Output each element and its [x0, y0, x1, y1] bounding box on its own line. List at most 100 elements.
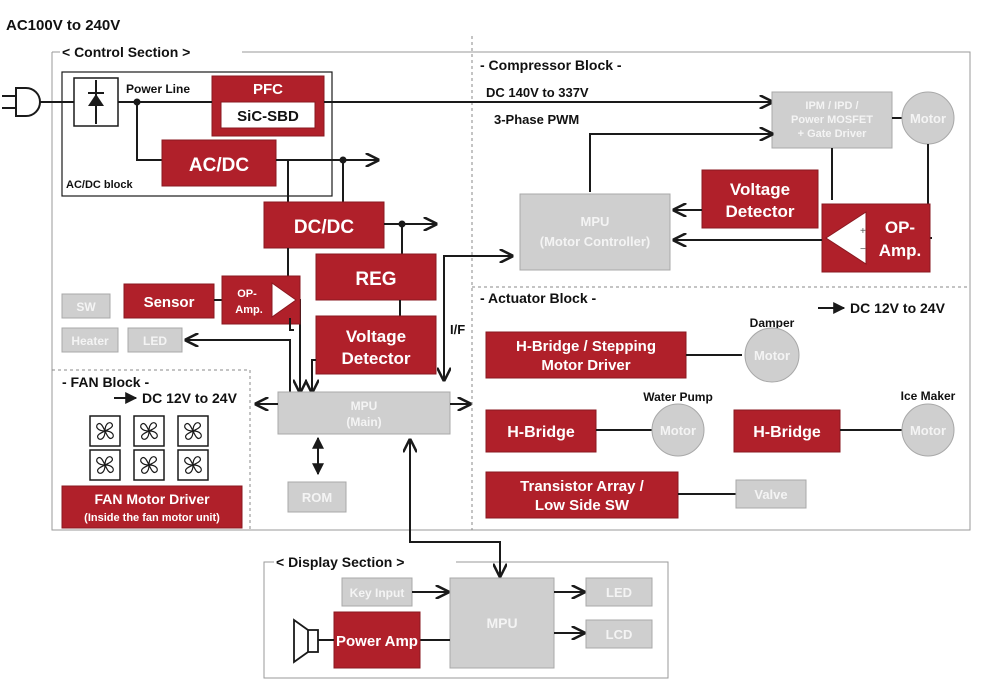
key-input-block: [341, 577, 413, 607]
fan-icon: [177, 415, 209, 447]
voltage-detector-comp-line2: Detector: [726, 202, 795, 221]
hbridge-stepping-line1: H-Bridge / Stepping: [516, 338, 656, 355]
fan-icon: [177, 449, 209, 481]
led-control-block: [127, 327, 183, 353]
hbridge-water-pump-label: H-Bridge: [507, 424, 575, 441]
power-amp-label: Power Amp: [336, 633, 418, 650]
pfc-label: PFC: [253, 81, 283, 98]
mpu-display-label: MPU: [486, 615, 517, 631]
fan-dc-label: DC 12V to 24V: [142, 390, 238, 406]
hbridge-ice-maker-label: H-Bridge: [753, 424, 821, 441]
reg-block: [315, 253, 437, 301]
ipm-line3: + Gate Driver: [798, 128, 868, 140]
water-pump-label: Water Pump: [643, 390, 713, 404]
sw-block: [61, 293, 111, 319]
op-amp-big-symbol: [825, 211, 867, 265]
ipm-line1: IPM / IPD /: [805, 100, 858, 112]
actuator-block-title: - Actuator Block -: [480, 290, 596, 306]
fan-block-frame: [52, 369, 251, 530]
ac-dc-block-label: AC/DC block: [66, 179, 134, 191]
ac-dc-label: AC/DC: [189, 155, 249, 176]
sensor-label: Sensor: [144, 294, 195, 311]
transistor-array-line1: Transistor Array /: [520, 478, 644, 495]
fan-icon: [89, 449, 121, 481]
voltage-detector-control-line1: Voltage: [346, 327, 406, 346]
dc-dc-converter: [263, 201, 385, 249]
op-amp-small-line2: Amp.: [235, 304, 263, 316]
damper-label: Damper: [750, 316, 795, 330]
rom-block: [287, 481, 347, 513]
rectifier-diode-icon: [73, 77, 119, 127]
display-section-frame: [263, 561, 669, 679]
heater-label: Heater: [71, 334, 109, 348]
hbridge-stepping-line2: Motor Driver: [541, 357, 630, 374]
compressor-motor-label: Motor: [910, 111, 946, 126]
mpu-motor-controller: [519, 193, 671, 271]
ac-dc-converter: [161, 139, 277, 187]
hbridge-stepping-driver: [485, 331, 687, 379]
sic-sbd-box: [220, 101, 316, 129]
ice-maker-motor: [901, 403, 955, 457]
fan-icon: [89, 415, 121, 447]
power-line-label: Power Line: [126, 82, 190, 96]
voltage-detector-control-line2: Detector: [342, 349, 411, 368]
damper-motor-label: Motor: [754, 348, 790, 363]
speaker-icon: [293, 618, 334, 664]
sensor-block: [123, 283, 215, 319]
mpu-main-line2: (Main): [346, 415, 381, 429]
fan-icon: [133, 415, 165, 447]
mpu-main-line1: MPU: [351, 399, 378, 413]
control-section-frame: [51, 51, 971, 531]
op-amp-big-line2: Amp.: [879, 241, 922, 260]
fan-driver-line2: (Inside the fan motor unit): [84, 512, 220, 524]
water-pump-motor-label: Motor: [660, 423, 696, 438]
fan-block-title: - FAN Block -: [62, 374, 149, 390]
control-section-title: < Control Section >: [62, 44, 190, 60]
display-section-title: < Display Section >: [276, 554, 404, 570]
reg-label: REG: [355, 269, 396, 290]
damper-motor: [744, 327, 800, 383]
transistor-array-line2: Low Side SW: [535, 497, 630, 514]
actuator-dc-label: DC 12V to 24V: [850, 300, 946, 316]
sw-label: SW: [76, 300, 96, 314]
mpu-motor-line1: MPU: [581, 214, 610, 229]
ipm-line2: Power MOSFET: [791, 114, 873, 126]
mpu-motor-line2: (Motor Controller): [540, 234, 650, 249]
ac-dc-block-frame: [61, 71, 333, 197]
sic-sbd-label: SiC-SBD: [237, 108, 299, 125]
power-plug-icon: [2, 87, 52, 117]
led-display-label: LED: [606, 585, 632, 600]
op-amp-small-line1: OP-: [237, 288, 257, 300]
led-control-label: LED: [143, 334, 167, 348]
dc-bus-label: DC 140V to 337V: [486, 85, 589, 100]
lcd-label: LCD: [606, 627, 633, 642]
ice-maker-motor-label: Motor: [910, 423, 946, 438]
ice-maker-label: Ice Maker: [901, 389, 956, 403]
if-label: I/F: [450, 322, 465, 337]
ac-input-label: AC100V to 240V: [6, 17, 120, 34]
op-amp-big-line1: OP-: [885, 218, 915, 237]
dc-dc-label: DC/DC: [294, 217, 354, 238]
valve-label: Valve: [754, 487, 787, 502]
voltage-detector-comp-line1: Voltage: [730, 180, 790, 199]
pwm-label: 3-Phase PWM: [494, 112, 579, 127]
water-pump-motor: [651, 403, 705, 457]
compressor-block-title: - Compressor Block -: [480, 57, 622, 73]
op-amp-minus-icon: −: [860, 244, 866, 255]
fan-icon: [133, 449, 165, 481]
mpu-display: [449, 577, 555, 669]
voltage-detector-control: [315, 315, 437, 375]
fan-driver-line1: FAN Motor Driver: [94, 491, 210, 507]
key-input-label: Key Input: [350, 586, 405, 600]
voltage-detector-compressor: [701, 169, 819, 229]
rom-label: ROM: [302, 490, 332, 505]
mpu-main: [277, 391, 451, 435]
lcd-block: [585, 619, 653, 649]
op-amp-small-symbol: [271, 282, 297, 318]
fan-motor-driver: [61, 485, 243, 529]
valve-block: [735, 479, 807, 509]
led-display-block: [585, 577, 653, 607]
ipm-gate-driver: [771, 91, 893, 149]
heater-block: [61, 327, 119, 353]
